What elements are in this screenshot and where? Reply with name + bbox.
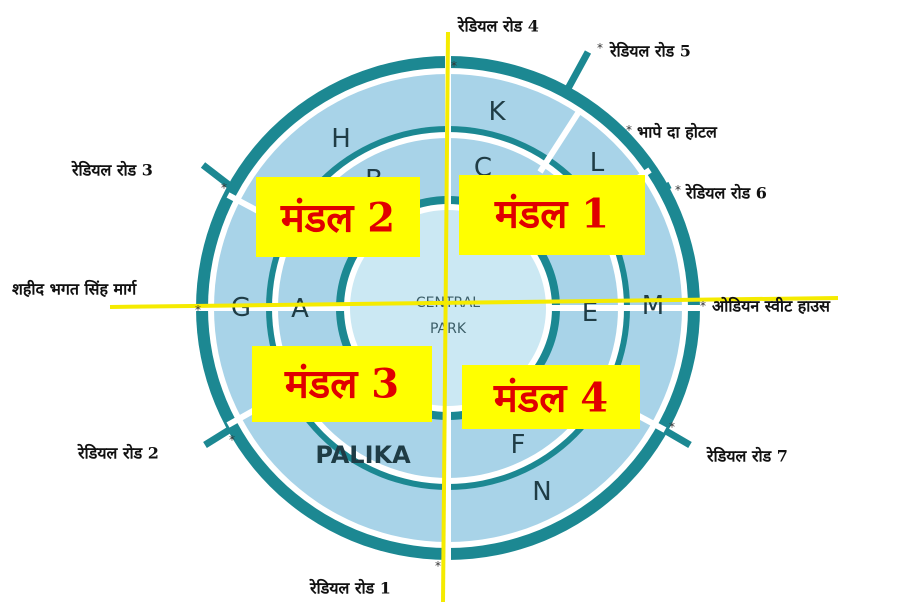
block-label-l: L <box>590 148 605 178</box>
block-label-e: E <box>582 298 598 328</box>
road-label-bhape-da-hotel: भापे दा होटल <box>637 123 718 142</box>
road-label-bhagat-singh-marg: शहीद भगत सिंह मार्ग <box>12 280 137 299</box>
road-label-radial-2: रेडियल रोड 2 <box>76 444 159 463</box>
zone-4-box <box>462 365 640 429</box>
road-label-radial-5: रेडियल रोड 5 <box>608 42 691 61</box>
road-label-radial-1: रेडियल रोड 1 <box>308 579 391 598</box>
road-marker: * <box>700 299 706 313</box>
block-label-h: H <box>331 124 351 154</box>
block-label-m: M <box>642 291 664 321</box>
zone-3-label: मंडल 3 <box>284 361 399 408</box>
block-label-k: K <box>488 97 506 127</box>
road-label-odeon-suite-house: ओडियन स्वीट हाउस <box>712 297 831 316</box>
block-label-a: A <box>291 294 309 324</box>
road-marker: * <box>597 41 603 55</box>
road-marker: * <box>626 123 632 137</box>
block-label-f: F <box>511 430 526 460</box>
zone-2-label: मंडल 2 <box>280 195 395 242</box>
road-marker: * <box>435 559 441 573</box>
road-label-radial-6: रेडियल रोड 6 <box>684 184 767 203</box>
divider-horizontal <box>109 296 839 309</box>
road-marker: * <box>451 59 457 73</box>
block-label-n: N <box>532 477 551 507</box>
block-label-g: G <box>231 293 251 323</box>
zone-2-box <box>256 177 420 257</box>
zone-1-label: मंडल 1 <box>494 191 609 238</box>
road-marker: * <box>229 433 235 447</box>
zone-1-box <box>459 175 645 255</box>
zone-3-box <box>252 346 432 422</box>
road-marker: * <box>195 303 201 317</box>
road-label-radial-3: रेडियल रोड 3 <box>70 161 153 180</box>
block-label-palika: PALIKA <box>315 441 411 469</box>
road-marker: * <box>221 181 227 195</box>
road-marker: * <box>669 420 675 434</box>
central-park-label-line2: PARK <box>430 321 467 337</box>
road-label-radial-7: रेडियल रोड 7 <box>705 447 788 466</box>
divider-vertical <box>441 31 450 603</box>
zone-4-label: मंडल 4 <box>493 375 608 422</box>
road-marker: * <box>675 183 681 197</box>
road-label-radial-4: रेडियल रोड 4 <box>456 17 539 36</box>
